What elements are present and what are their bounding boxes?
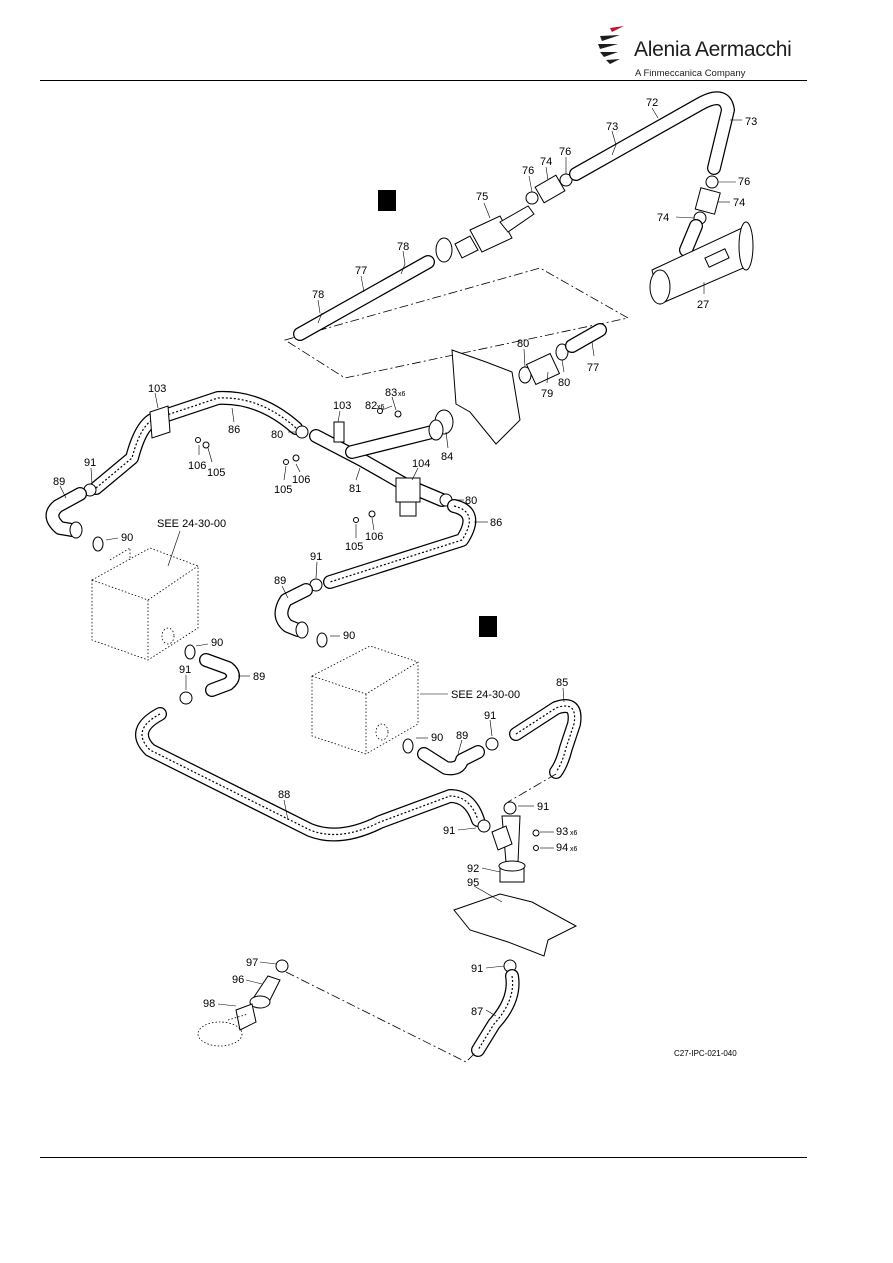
callout-88: 88 xyxy=(278,789,290,801)
callout-77: 77 xyxy=(355,265,367,277)
callout-79: 79 xyxy=(541,388,553,400)
unit-box-left xyxy=(91,547,199,661)
callout-89: 89 xyxy=(253,671,265,683)
callout-90: 90 xyxy=(211,637,223,649)
middle-assembly xyxy=(45,390,477,705)
callout-104: 104 xyxy=(412,458,430,470)
callout-86: 86 xyxy=(490,517,502,529)
callout-82: 82 xyxy=(365,400,377,412)
panel-outline-e xyxy=(284,267,630,379)
callout-90: 90 xyxy=(121,532,133,544)
logo-brand: Alenia Aermacchi xyxy=(634,38,792,61)
callout-89: 89 xyxy=(456,730,468,742)
callout-83-quantity: x6 xyxy=(398,391,406,398)
connection-line-85 xyxy=(507,773,557,803)
callout-83: 83 xyxy=(385,387,397,399)
callout-27: 27 xyxy=(697,299,709,311)
callout-80: 80 xyxy=(558,377,570,389)
callout-91: 91 xyxy=(537,801,549,813)
view-tag-e xyxy=(378,190,396,211)
view-f-assembly xyxy=(135,645,582,1063)
callout-73: 73 xyxy=(745,116,757,128)
callout-93-quantity: x6 xyxy=(570,830,578,837)
callout-91: 91 xyxy=(84,457,96,469)
callout-98: 98 xyxy=(203,998,215,1010)
bulkhead-plate-upper xyxy=(451,349,521,445)
reference-see-24-30-00: SEE 24-30-00 xyxy=(451,689,520,701)
callout-89: 89 xyxy=(274,575,286,587)
callout-105: 105 xyxy=(345,541,363,553)
callout-75: 75 xyxy=(476,191,488,203)
callout-80: 80 xyxy=(465,495,477,507)
callout-89: 89 xyxy=(53,476,65,488)
callout-91: 91 xyxy=(471,963,483,975)
view-tag-f-label: F xyxy=(483,624,490,636)
callout-81: 81 xyxy=(349,483,361,495)
callout-86: 86 xyxy=(228,424,240,436)
callout-74: 74 xyxy=(733,197,745,209)
unit-box-right xyxy=(311,645,419,755)
callout-90: 90 xyxy=(431,732,443,744)
bulkhead-plate-lower xyxy=(453,893,578,957)
callout-106: 106 xyxy=(365,531,383,543)
callout-94-quantity: x6 xyxy=(570,846,578,853)
callout-76: 76 xyxy=(738,176,750,188)
callout-91: 91 xyxy=(310,551,322,563)
callout-106: 106 xyxy=(292,474,310,486)
callout-76: 76 xyxy=(522,165,534,177)
callout-78: 78 xyxy=(397,241,409,253)
callout-106: 106 xyxy=(188,460,206,472)
callout-76: 76 xyxy=(559,146,571,158)
callout-84: 84 xyxy=(441,451,453,463)
view-tag-f xyxy=(479,616,497,637)
callout-103: 103 xyxy=(333,400,351,412)
callout-80: 80 xyxy=(271,429,283,441)
figure-code: C27-IPC-021-040 xyxy=(674,1049,737,1058)
callout-91: 91 xyxy=(484,710,496,722)
company-logo: Alenia Aermacchi A Finmeccanica Company xyxy=(596,20,796,80)
footer-rule xyxy=(40,1157,807,1158)
callout-105: 105 xyxy=(207,467,225,479)
view-tag-e-label: E xyxy=(382,198,389,210)
reference-see-24-30-00: SEE 24-30-00 xyxy=(157,518,226,530)
callout-94: 94 xyxy=(556,842,568,854)
view-e-assembly xyxy=(284,91,754,445)
callout-93: 93 xyxy=(556,826,568,838)
callout-72: 72 xyxy=(646,97,658,109)
logo-tagline: A Finmeccanica Company xyxy=(635,68,746,79)
callout-80: 80 xyxy=(517,338,529,350)
callout-90: 90 xyxy=(343,630,355,642)
header-rule xyxy=(40,80,807,81)
callout-92: 92 xyxy=(467,863,479,875)
callout-77: 77 xyxy=(587,362,599,374)
callout-85: 85 xyxy=(556,677,568,689)
callout-78: 78 xyxy=(312,289,324,301)
callout-labels: 72 73 73 76 74 76 76 74 74 75 27 78 77 7… xyxy=(53,97,757,1018)
callout-91: 91 xyxy=(443,825,455,837)
callout-103: 103 xyxy=(148,383,166,395)
connection-line-87 xyxy=(285,971,477,1063)
callout-82-quantity: x6 xyxy=(377,404,385,411)
callout-97: 97 xyxy=(246,957,258,969)
callout-87: 87 xyxy=(471,1006,483,1018)
callout-105: 105 xyxy=(274,484,292,496)
callout-74: 74 xyxy=(540,156,552,168)
callout-91: 91 xyxy=(179,664,191,676)
callout-96: 96 xyxy=(232,974,244,986)
callout-74: 74 xyxy=(657,212,669,224)
callout-73: 73 xyxy=(606,121,618,133)
callout-95: 95 xyxy=(467,877,479,889)
logo-mark-icon xyxy=(598,26,624,64)
